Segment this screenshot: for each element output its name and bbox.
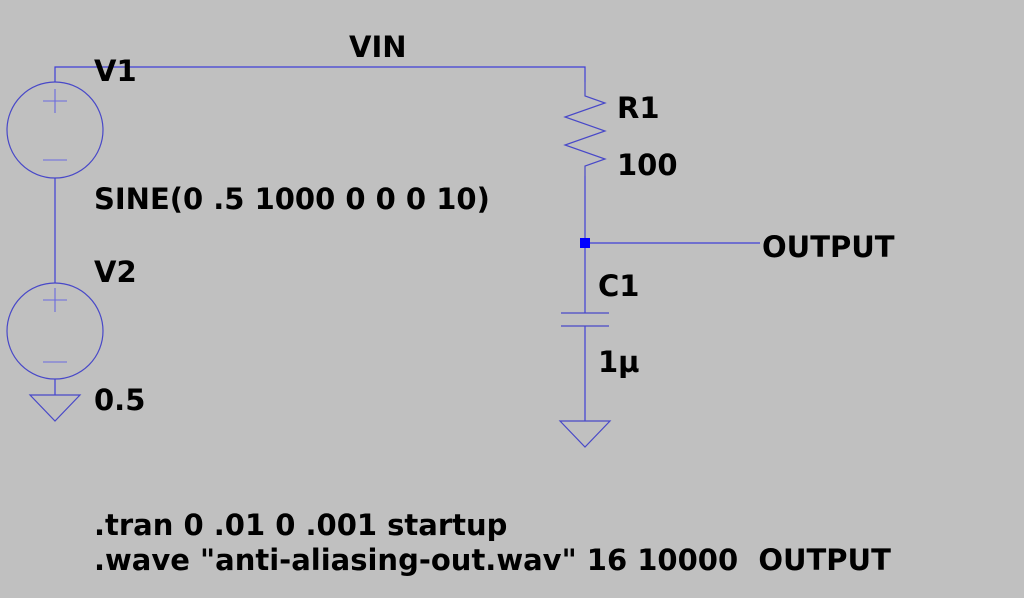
v1-plus-sign	[43, 89, 67, 113]
v1-symbol-circle	[6, 81, 104, 179]
voltage-source-v2[interactable]	[6, 282, 104, 380]
net-label-vin[interactable]: VIN	[349, 30, 407, 64]
wire-vin[interactable]	[54, 66, 586, 82]
v2-plus-sign	[43, 288, 67, 312]
voltage-source-v1[interactable]	[6, 81, 104, 179]
junction-dot[interactable]	[580, 238, 590, 248]
v2-symbol-circle	[6, 282, 104, 380]
v1-value-label[interactable]: SINE(0 .5 1000 0 0 0 10)	[94, 182, 490, 216]
capacitor-c1[interactable]	[561, 312, 609, 327]
c1-name-label[interactable]: C1	[598, 269, 639, 303]
spice-directive-tran[interactable]: .tran 0 .01 0 .001 startup	[94, 508, 507, 542]
v1-name-label[interactable]: V1	[94, 54, 137, 88]
r1-name-label[interactable]: R1	[617, 91, 660, 125]
c1-value-label[interactable]: 1µ	[598, 345, 640, 379]
ground-symbol-left[interactable]	[28, 394, 82, 422]
v2-name-label[interactable]: V2	[94, 255, 137, 289]
ground-symbol-right[interactable]	[558, 420, 612, 448]
wires	[54, 66, 760, 421]
resistor-r1[interactable]	[563, 82, 607, 176]
v2-value-label[interactable]: 0.5	[94, 383, 145, 417]
spice-directive-wave[interactable]: .wave "anti-aliasing-out.wav" 16 10000 O…	[94, 543, 891, 577]
net-label-output[interactable]: OUTPUT	[762, 230, 895, 264]
r1-value-label[interactable]: 100	[617, 148, 678, 182]
